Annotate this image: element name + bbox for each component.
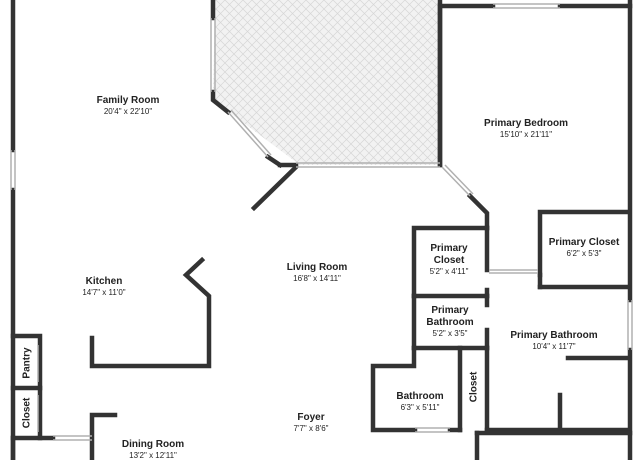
room-name-line1: Primary — [431, 305, 469, 316]
room-bathroom: Bathroom 6'3" x 5'11" — [396, 391, 443, 413]
room-primary-bathroom: Primary Bathroom 10'4" x 11'7" — [510, 330, 597, 352]
room-name-line2: Closet — [433, 255, 465, 266]
walls — [10, 0, 633, 460]
room-primary-bedroom: Primary Bedroom 15'10" x 21'11" — [484, 118, 568, 140]
room-name: Family Room — [96, 95, 160, 106]
room-dimensions: 6'2" x 5'3" — [566, 249, 602, 258]
room-closet-right: Closet — [468, 371, 480, 403]
room-dining-room: Dining Room 13'2" x 12'11" — [122, 439, 184, 461]
room-primary-closet-right: Primary Closet 6'2" x 5'3" — [549, 237, 620, 259]
room-family-room: Family Room 20'4" x 22'10" — [97, 95, 160, 117]
room-living-room: Living Room 16'8" x 14'11" — [287, 262, 348, 284]
room-dimensions: 20'4" x 22'10" — [103, 107, 153, 116]
room-name: Primary Closet — [548, 237, 620, 248]
sunroom-tile-floor — [213, 0, 440, 165]
room-primary-bathroom-small: Primary Bathroom 5'2" x 3'5" — [426, 305, 473, 339]
room-dimensions: 13'2" x 12'11" — [129, 451, 177, 460]
room-dimensions: 5'2" x 4'11" — [429, 267, 469, 276]
room-name-line1: Primary — [430, 243, 468, 254]
room-primary-closet-mid: Primary Closet 5'2" x 4'11" — [430, 243, 469, 277]
room-foyer: Foyer 7'7" x 8'6" — [294, 412, 329, 434]
room-name: Primary Bedroom — [484, 118, 568, 129]
room-dimensions: 14'7" x 11'0" — [82, 288, 126, 297]
room-dimensions: 10'4" x 11'7" — [532, 342, 576, 351]
room-name-line2: Bathroom — [426, 317, 474, 328]
room-name: Primary Bathroom — [510, 330, 598, 341]
room-dimensions: 6'3" x 5'11" — [400, 403, 440, 412]
room-dimensions: 7'7" x 8'6" — [293, 424, 329, 433]
room-pantry: Pantry — [21, 347, 33, 379]
room-closet-left: Closet — [21, 397, 33, 429]
room-dimensions: 5'2" x 3'5" — [432, 329, 468, 338]
room-name: Foyer — [297, 412, 325, 423]
room-name: Living Room — [286, 262, 348, 273]
room-name: Bathroom — [396, 391, 444, 402]
room-dimensions: 16'8" x 14'11" — [293, 274, 341, 283]
room-kitchen: Kitchen 14'7" x 11'0" — [82, 276, 125, 298]
room-name: Kitchen — [85, 276, 123, 287]
room-dimensions: 15'10" x 21'11" — [499, 130, 553, 139]
windows — [10, 3, 633, 441]
room-name: Dining Room — [121, 439, 185, 450]
